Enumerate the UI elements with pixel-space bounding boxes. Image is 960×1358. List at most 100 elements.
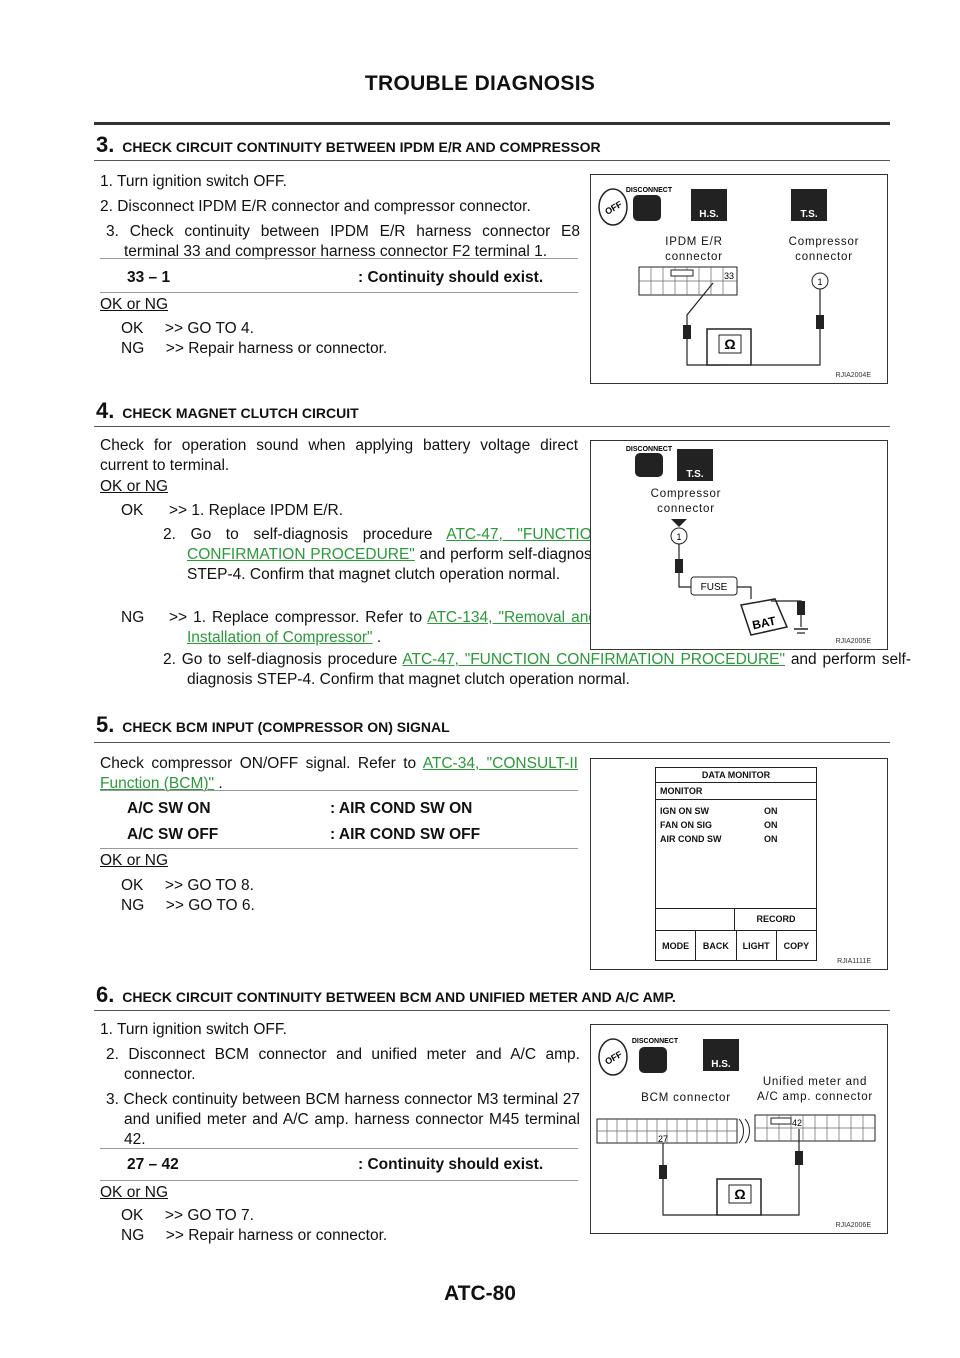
pin-1: 1 [817,277,822,287]
disconnect-text: DISCONNECT [632,1038,679,1045]
page-number: ATC-80 [444,1282,516,1305]
step4-heading: 4. CHECK MAGNET CLUTCH CIRCUIT [96,398,359,424]
step6-item-1: 1. Turn ignition switch OFF. [100,1021,287,1038]
ts-text: T.S. [800,209,817,220]
step6-rule [94,1010,890,1011]
ohm-symbol: Ω [734,1186,745,1202]
bcm-label: BCM connector [641,1092,731,1104]
mode-button[interactable]: MODE [656,931,697,961]
step6-cond-rule-2 [100,1180,578,1181]
step6-title: CHECK CIRCUIT CONTINUITY BETWEEN BCM AND… [122,989,676,1005]
step3-ok: OK >> GO TO 4. [121,320,254,337]
step4-number: 4. [96,398,115,423]
step6-items: 1. Turn ignition switch OFF. 2. Disconne… [100,1020,580,1150]
step3-item-3: 3. Check continuity between IPDM E/R har… [106,223,580,260]
fuse-text: FUSE [701,582,728,593]
step6-item-2: 2. Disconnect BCM connector and unified … [106,1046,580,1083]
monitor-buttons: MODE BACK LIGHT COPY [656,930,816,961]
light-button[interactable]: LIGHT [737,931,777,961]
figure-id: RJIA2004E [835,372,871,379]
step5-cond-right-1: : AIR COND SW ON [330,800,473,817]
step4-title: CHECK MAGNET CLUTCH CIRCUIT [122,405,359,421]
step6-cond-rule [100,1148,578,1149]
step4-ng-1b: . [372,629,382,646]
disconnect-icon [635,453,663,477]
step5-text-a: Check compressor ON/OFF signal. Refer to [100,755,423,772]
hs-text: H.S. [711,1059,731,1070]
step3-cond-right: : Continuity should exist. [358,269,544,286]
step5-rule [94,742,890,743]
step5-cond-rule-2 [100,848,578,849]
ts-icon [677,449,713,481]
step4-ok-label: OK [121,502,144,519]
disconnect-icon [633,195,661,221]
hs-icon [703,1039,739,1071]
step4-ng-2a: 2. Go to self-diagnosis procedure [163,651,403,668]
ignition-key-icon [598,188,628,226]
step3-items: 1. Turn ignition switch OFF. 2. Disconne… [100,172,580,262]
step4-ok-2a: 2. Go to self-diagnosis procedure [163,526,447,543]
ipdm-label: IPDM E/R connector [665,236,723,263]
ohm-symbol: Ω [724,336,735,352]
step5-link[interactable]: ATC-34, "CONSULT-II Function (BCM)" [100,755,578,792]
step4-rule [94,426,890,427]
disconnect-text: DISCONNECT [626,446,673,453]
disconnect-text: DISCONNECT [626,187,673,194]
step5-text: Check compressor ON/OFF signal. Refer to… [100,754,578,794]
step6-heading: 6. CHECK CIRCUIT CONTINUITY BETWEEN BCM … [96,982,676,1008]
step5-okng: OK or NG [100,852,169,869]
hs-icon [691,189,727,221]
step3-cond-rule-2 [100,292,578,293]
step5-cond-right-2: : AIR COND SW OFF [330,826,481,843]
monitor-title: DATA MONITOR [656,768,816,783]
step4-ng-step2: 2. Go to self-diagnosis procedure ATC-47… [163,650,911,690]
copy-button[interactable]: COPY [783,941,810,951]
step6-ok: OK >> GO TO 7. [121,1207,254,1224]
step6-number: 6. [96,982,115,1007]
step4-text: Check for operation sound when applying … [100,437,578,474]
back-button[interactable]: BACK [696,931,737,961]
record-button[interactable]: RECORD [734,908,817,930]
step6-cond-left: 27 – 42 [127,1156,179,1173]
step3-cond-left: 33 – 1 [127,269,171,286]
step4-okng: OK or NG [100,478,169,495]
step3-heading: 3. CHECK CIRCUIT CONTINUITY BETWEEN IPDM… [96,132,601,158]
figure-ipdm-svg: OFF DISCONNECT H.S. T.S. 33 1 Ω [598,187,829,366]
step4-ng-link-1[interactable]: ATC-134, "Removal and Installation of Co… [187,609,597,646]
figure-id: RJIA2006E [835,1222,871,1229]
battery-text: BAT [751,614,778,633]
step5-heading: 5. CHECK BCM INPUT (COMPRESSOR ON) SIGNA… [96,712,450,738]
compressor-label: Compressor connector [650,488,722,515]
step4-ok-link[interactable]: ATC-47, "FUNCTION CONFIRMATION PROCEDURE… [187,526,603,563]
step6-cond-right: : Continuity should exist. [358,1156,544,1173]
figure-id: RJIA2005E [835,638,871,645]
pin-42: 42 [792,1118,802,1128]
step4-ok-arrow: >> 1. Replace IPDM E/R. [169,502,344,519]
step5-title: CHECK BCM INPUT (COMPRESSOR ON) SIGNAL [122,719,450,735]
figure-ipdm-compressor: OFF DISCONNECT H.S. T.S. 33 1 Ω IPDM E/R… [590,174,888,384]
step5-ng: NG >> GO TO 6. [121,897,255,914]
figure-bcm-meter: OFF DISCONNECT H.S. 27 42 [590,1024,888,1234]
step3-rule [94,160,890,161]
step3-ng: NG >> Repair harness or connector. [121,340,388,357]
step4-ng-step1: >> 1. Replace compressor. Refer to ATC-1… [169,608,597,648]
figure-id: RJIA1111E [837,958,871,965]
step6-item-3: 3. Check continuity between BCM harness … [106,1091,580,1148]
step5-cond-left-1: A/C SW ON [127,800,211,817]
header-rule [94,122,890,125]
battery-icon [740,598,789,636]
step6-ng: NG >> Repair harness or connector. [121,1227,388,1244]
step4-ng-link-2[interactable]: ATC-47, "FUNCTION CONFIRMATION PROCEDURE… [402,651,785,668]
step4-ng-label: NG [121,609,145,626]
step5-number: 5. [96,712,115,737]
meter-label: Unified meter and A/C amp. connector [756,1076,874,1103]
compressor-label: Compressor connector [788,236,860,263]
pin-33: 33 [724,271,734,281]
ignition-key-icon [598,1038,628,1076]
